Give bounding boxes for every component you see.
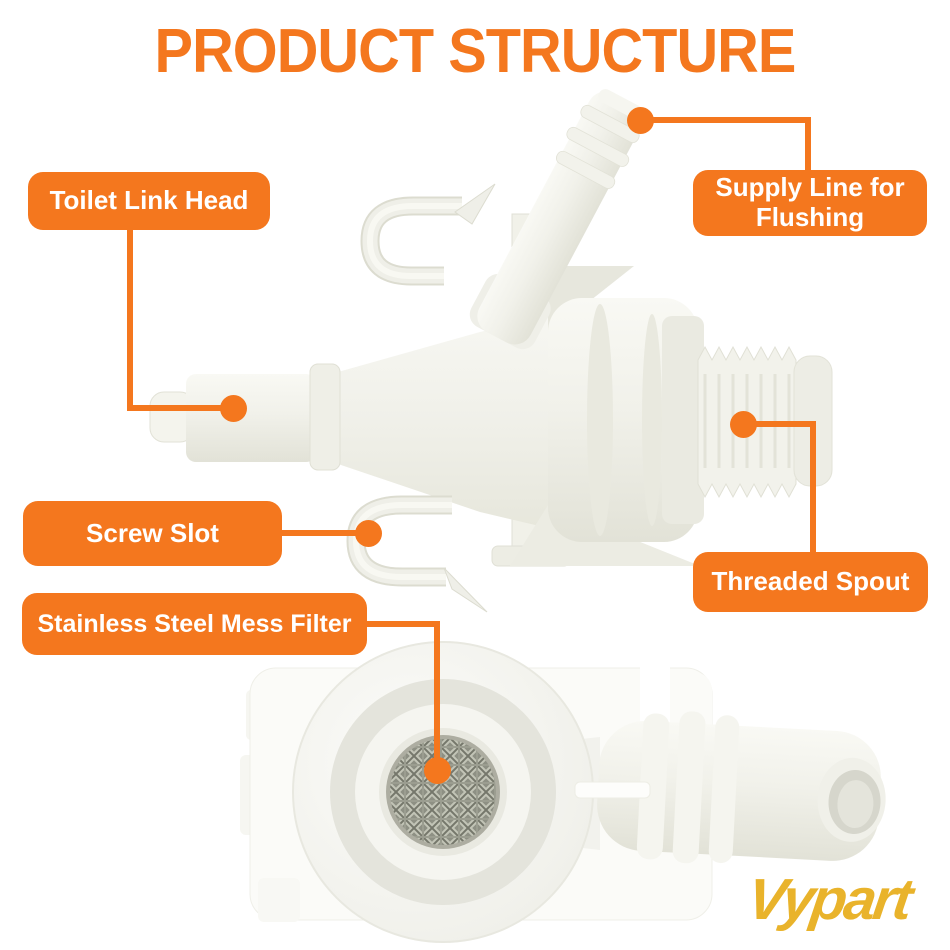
callout-dot-mesh-filter <box>424 757 451 784</box>
side-pin <box>574 781 651 799</box>
screw-slot-clip <box>346 495 488 613</box>
label-screw-slot: Screw Slot <box>23 501 282 566</box>
connector-line <box>127 228 133 411</box>
connector-line <box>364 621 438 627</box>
page-title: PRODUCT STRUCTURE <box>154 17 797 86</box>
connector-line <box>640 117 811 123</box>
valve-body <box>338 298 704 566</box>
brand-logo: Vypart <box>743 867 915 932</box>
mesh-filter <box>390 739 496 845</box>
connector-line <box>743 421 816 427</box>
toilet-link-head <box>149 363 341 471</box>
flange-and-mesh-filter <box>292 641 594 943</box>
valve-bottom-view <box>240 641 886 943</box>
callout-dot-screw-slot <box>355 520 382 547</box>
connector-line <box>127 405 233 411</box>
label-supply-line: Supply Line for Flushing <box>693 170 927 236</box>
bottom-supply-tube <box>597 711 886 864</box>
supply-line-tube <box>469 89 643 350</box>
label-threaded-spout: Threaded Spout <box>693 552 928 612</box>
label-toilet-link-head: Toilet Link Head <box>28 172 270 230</box>
callout-dot-toilet-link-head <box>220 395 247 422</box>
connector-line <box>810 421 816 554</box>
connector-line <box>280 530 368 536</box>
upper-hook-clip <box>360 183 496 286</box>
label-mesh-filter: Stainless Steel Mess Filter <box>22 593 367 655</box>
connector-line <box>434 621 440 773</box>
connector-line <box>805 117 811 173</box>
